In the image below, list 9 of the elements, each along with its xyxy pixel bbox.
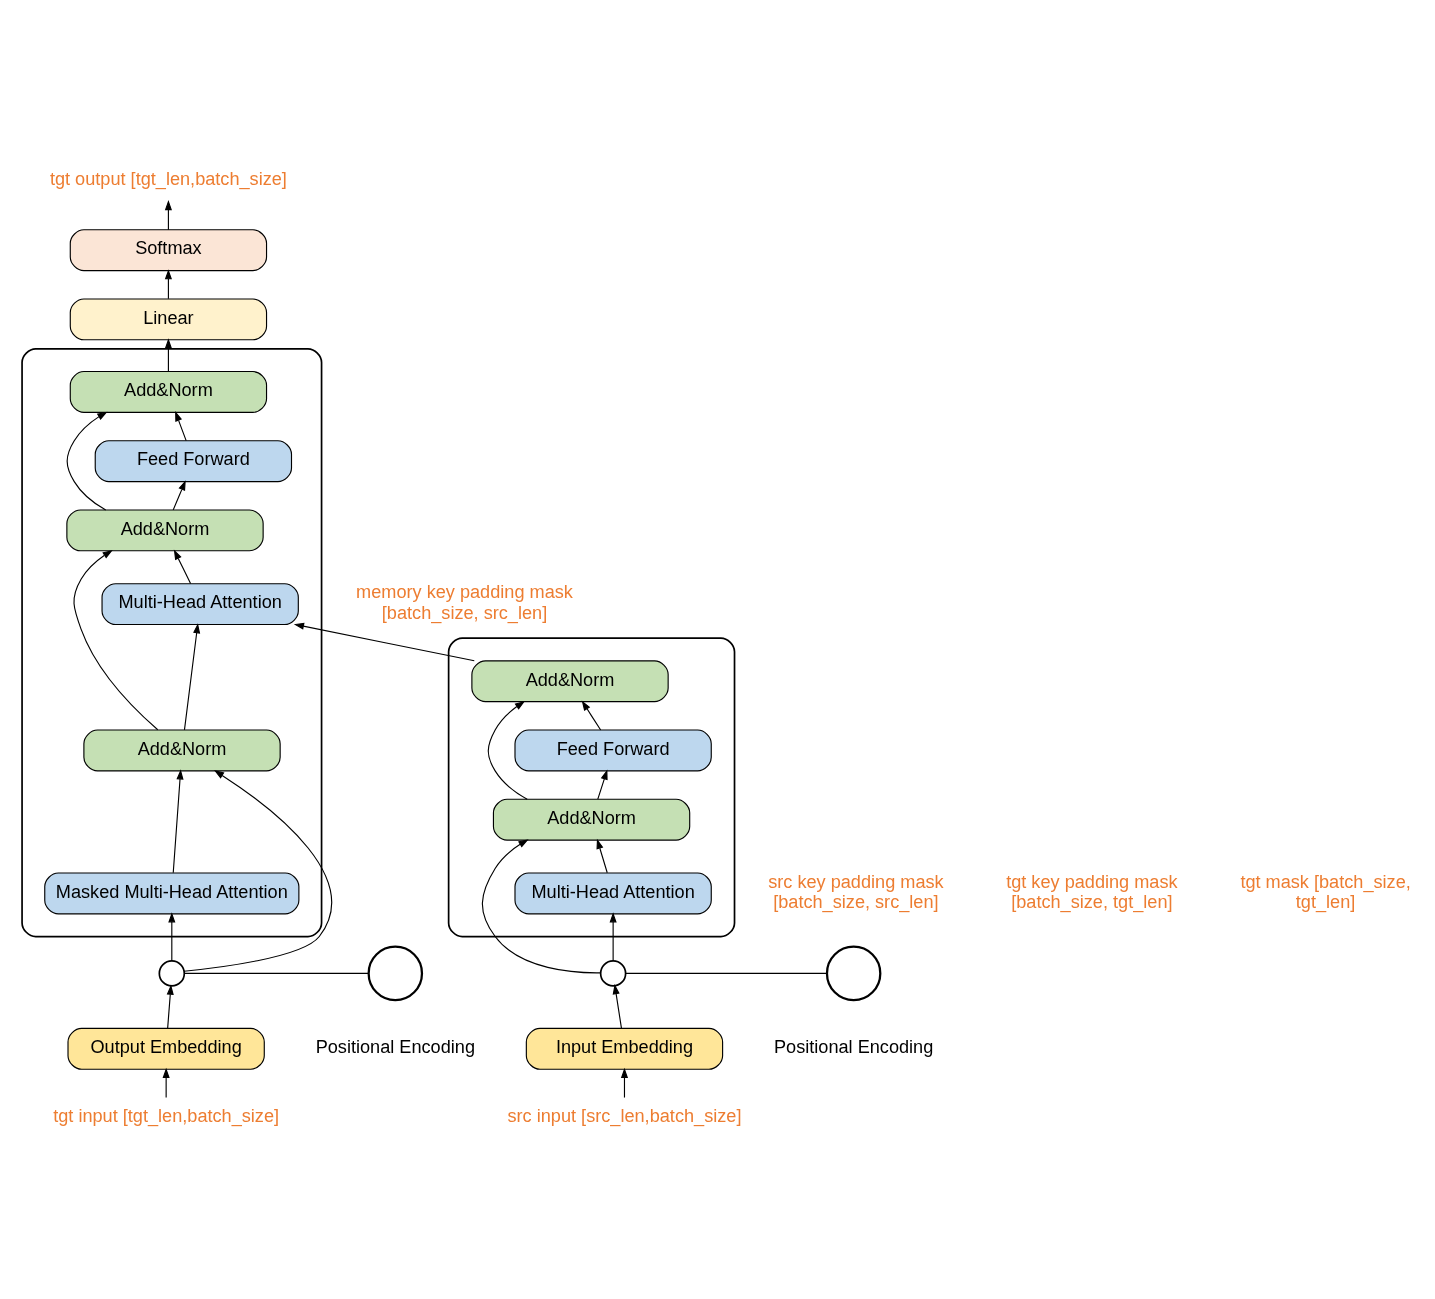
label: src key padding mask [batch_size, src_len] (768, 871, 944, 912)
node-text: tgt output [tgt_len,batch_size] (49, 169, 287, 190)
node-label: Positional Encoding (315, 1037, 475, 1058)
label: tgt key padding mask [batch_size, tgt_len] (1006, 871, 1178, 912)
node-text: src input [src_len,batch_size] (507, 1106, 742, 1127)
label: memory key padding mask [batch_size, src_len] (356, 582, 573, 623)
node-text: tgt input [tgt_len,batch_size] (53, 1106, 280, 1127)
node-label: Positional Encoding (773, 1037, 934, 1058)
label: tgt mask [batch_size, tgt_len] (1240, 871, 1411, 912)
